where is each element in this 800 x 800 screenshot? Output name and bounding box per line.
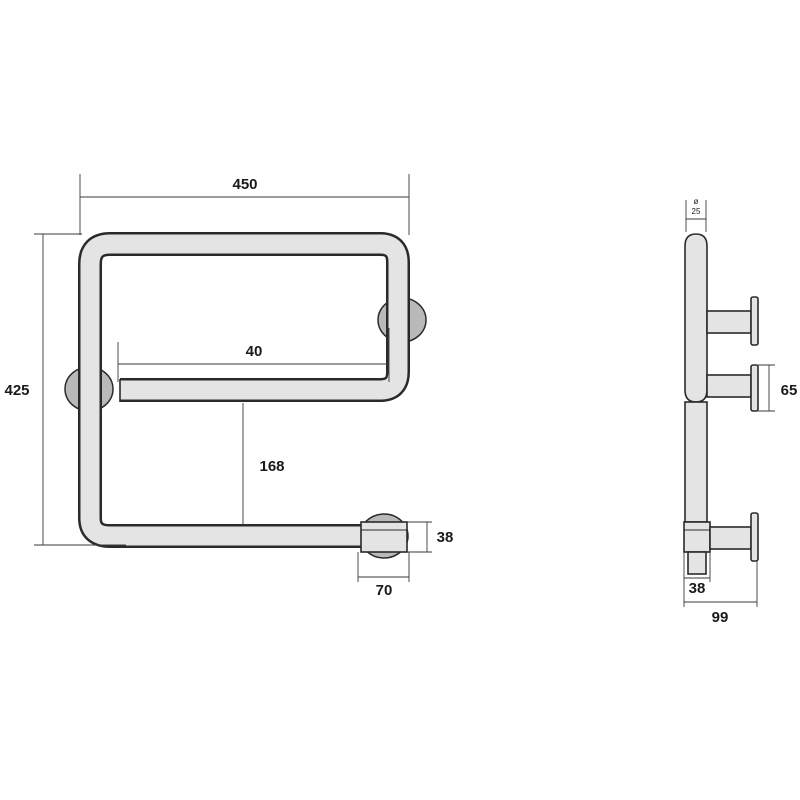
dimension-label-70: 70 xyxy=(376,582,393,599)
dimension-label-38-outlet: 38 xyxy=(437,529,454,546)
dimension-label-40: 40 xyxy=(246,343,263,360)
dimension-label-99: 99 xyxy=(712,609,729,626)
side-base-fitting xyxy=(683,521,711,553)
side-bracket-bottom xyxy=(709,526,752,550)
side-lower-pipe xyxy=(684,401,708,523)
dimension-label-65: 65 xyxy=(781,382,798,399)
side-upper-pipe xyxy=(684,233,708,403)
outlet-connector xyxy=(360,521,408,553)
dimension-label-168: 168 xyxy=(259,458,284,475)
side-bracket-bottom-plate xyxy=(750,512,759,562)
side-base-stem xyxy=(687,551,707,575)
towel-rail-pipe xyxy=(80,234,408,546)
dimension-label-450: 450 xyxy=(232,176,257,193)
dimension-label-diameter-symbol: ø xyxy=(694,197,699,206)
side-view xyxy=(683,233,759,575)
side-bracket-middle-plate xyxy=(750,364,759,412)
side-dimensions: ø 25 65 38 99 xyxy=(683,197,798,626)
side-bracket-top xyxy=(706,310,752,334)
dimension-label-25: 25 xyxy=(692,207,701,216)
dimension-label-425: 425 xyxy=(4,382,29,399)
front-view xyxy=(64,232,427,559)
dimension-label-38-side: 38 xyxy=(689,580,706,597)
side-bracket-top-plate xyxy=(750,296,759,346)
front-dimensions: 450 425 40 168 38 70 xyxy=(4,174,453,599)
side-bracket-middle xyxy=(706,374,752,398)
